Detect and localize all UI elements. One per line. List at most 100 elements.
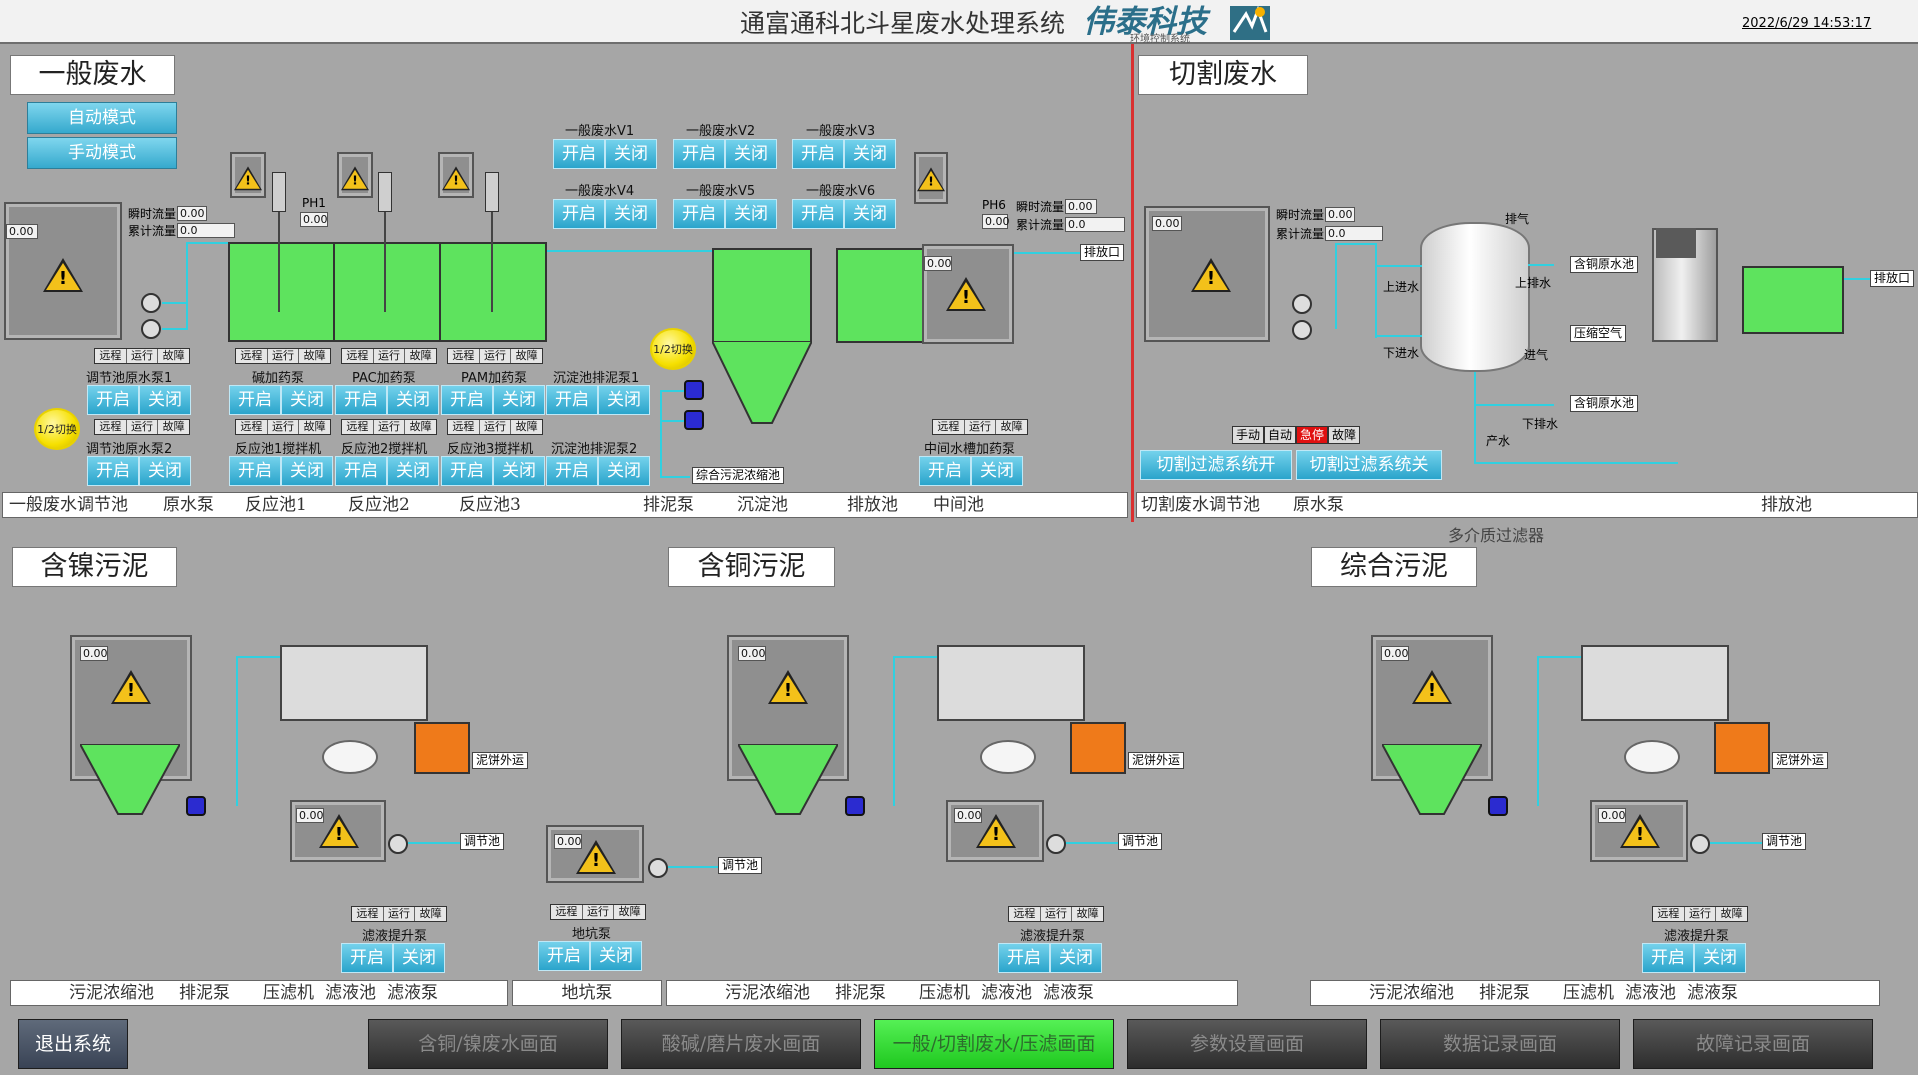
warning-icon: ! — [340, 165, 371, 193]
middle-pool-level: 0.00 — [924, 256, 952, 271]
nickel-filtrate-close-button[interactable]: 关闭 — [393, 943, 445, 973]
valve-v2-open-button[interactable]: 开启 — [673, 139, 725, 169]
valve-v1-open-button[interactable]: 开启 — [553, 139, 605, 169]
valve-v3-open-button[interactable]: 开启 — [792, 139, 844, 169]
pipe — [1375, 265, 1422, 267]
nickel-filtrate-open-button[interactable]: 开启 — [341, 943, 393, 973]
combined-filtrate-close-button[interactable]: 关闭 — [1694, 943, 1746, 973]
mid-pump-open-button[interactable]: 开启 — [919, 456, 971, 486]
sludge-pump-1-close-button[interactable]: 关闭 — [598, 385, 650, 415]
valve-v5-close-button[interactable]: 关闭 — [725, 199, 777, 229]
sludge-pump-2-icon[interactable] — [684, 410, 704, 430]
nickel-to-regulation-label: 调节池 — [460, 833, 505, 850]
combined-filtrate-pump-icon[interactable] — [1690, 834, 1710, 854]
sludge-pump-1-icon[interactable] — [684, 380, 704, 400]
mixer-1-motor-icon[interactable] — [272, 172, 286, 212]
valve-v4-close-button[interactable]: 关闭 — [605, 199, 657, 229]
sedimentation-cone — [712, 341, 812, 424]
valve-v1-close-button[interactable]: 关闭 — [605, 139, 657, 169]
pipe — [162, 302, 186, 304]
mixer-3-close-button[interactable]: 关闭 — [493, 456, 545, 486]
warning-icon: ! — [41, 256, 85, 296]
combined-sludge-pump-icon[interactable] — [1488, 796, 1508, 816]
mid-pump-close-button[interactable]: 关闭 — [971, 456, 1023, 486]
pac-pump-status: 远程运行故障 — [341, 348, 437, 364]
exit-system-button[interactable]: 退出系统 — [18, 1019, 128, 1069]
alkali-pump-open-button[interactable]: 开启 — [229, 385, 281, 415]
raw-pump-2-icon[interactable] — [141, 319, 161, 339]
combined-filtrate-pump-label: 滤液提升泵 — [1664, 929, 1730, 944]
nav-general-cutting-button[interactable]: 一般/切割废水/压滤画面 — [874, 1019, 1114, 1069]
valve-v3-label: 一般废水V3 — [806, 124, 876, 139]
valve-v5-open-button[interactable]: 开启 — [673, 199, 725, 229]
sludge-pump-1-open-button[interactable]: 开启 — [546, 385, 598, 415]
copper-filtrate-open-button[interactable]: 开启 — [998, 943, 1050, 973]
raw-pump-2-open-button[interactable]: 开启 — [87, 456, 139, 486]
nav-acid-alkali-button[interactable]: 酸碱/磨片废水画面 — [621, 1019, 861, 1069]
valve-v4-open-button[interactable]: 开启 — [553, 199, 605, 229]
raw-pump-switch-button[interactable]: 1/2切换 — [34, 408, 80, 450]
upper-drain-label: 上排水 — [1515, 276, 1552, 290]
raw-pump-1-open-button[interactable]: 开启 — [87, 385, 139, 415]
pam-pump-open-button[interactable]: 开启 — [441, 385, 493, 415]
pit-pump-open-button[interactable]: 开启 — [538, 941, 590, 971]
pipe — [1375, 243, 1377, 338]
cutting-filter-start-button[interactable]: 切割过滤系统开 — [1140, 450, 1292, 480]
nickel-thickener-level: 0.00 — [80, 646, 108, 661]
copper-pool-2-label: 含铜原水池 — [1570, 395, 1639, 412]
auto-mode-button[interactable]: 自动模式 — [27, 102, 177, 134]
nickel-sludge-pump-icon[interactable] — [186, 796, 206, 816]
pipe — [668, 866, 718, 868]
raw-pump-2-close-button[interactable]: 关闭 — [139, 456, 191, 486]
copper-filtrate-close-button[interactable]: 关闭 — [1050, 943, 1102, 973]
copper-sludge-pump-icon[interactable] — [845, 796, 865, 816]
raw-pump-1-close-button[interactable]: 关闭 — [139, 385, 191, 415]
sludge-pump-2-close-button[interactable]: 关闭 — [598, 456, 650, 486]
cutting-filter-stop-button[interactable]: 切割过滤系统关 — [1296, 450, 1442, 480]
manual-mode-button[interactable]: 手动模式 — [27, 137, 177, 169]
nav-copper-nickel-button[interactable]: 含铜/镍废水画面 — [368, 1019, 608, 1069]
cutting-flow-instant-value: 0.00 — [1325, 207, 1355, 222]
mixer-1-close-button[interactable]: 关闭 — [281, 456, 333, 486]
mixer-2-close-button[interactable]: 关闭 — [387, 456, 439, 486]
valve-v3-close-button[interactable]: 关闭 — [844, 139, 896, 169]
combined-filtrate-open-button[interactable]: 开启 — [1642, 943, 1694, 973]
general-section-title: 一般废水 — [10, 55, 175, 95]
nickel-filtrate-pump-icon[interactable] — [388, 834, 408, 854]
pipe — [1014, 252, 1080, 254]
sludge-pump-switch-button[interactable]: 1/2切换 — [650, 328, 696, 370]
warning-icon: ! — [574, 838, 618, 878]
mixer-3-motor-icon[interactable] — [485, 172, 499, 212]
ph6-label: PH6 — [982, 198, 1006, 212]
mixer-2-motor-icon[interactable] — [378, 172, 392, 212]
mixer-1-open-button[interactable]: 开启 — [229, 456, 281, 486]
combined-filtrate-level: 0.00 — [1598, 808, 1626, 823]
sludge-cake-icon — [322, 740, 378, 774]
mixer-2-open-button[interactable]: 开启 — [335, 456, 387, 486]
pam-pump-close-button[interactable]: 关闭 — [493, 385, 545, 415]
valve-v2-close-button[interactable]: 关闭 — [725, 139, 777, 169]
pit-pump-label: 地坑泵 — [572, 927, 612, 942]
copper-filtrate-pump-label: 滤液提升泵 — [1020, 929, 1086, 944]
valve-v6-open-button[interactable]: 开启 — [792, 199, 844, 229]
nav-parameter-settings-button[interactable]: 参数设置画面 — [1127, 1019, 1367, 1069]
mixer-3-open-button[interactable]: 开启 — [441, 456, 493, 486]
pac-pump-close-button[interactable]: 关闭 — [387, 385, 439, 415]
warning-icon: ! — [916, 166, 947, 194]
nav-fault-records-button[interactable]: 故障记录画面 — [1633, 1019, 1873, 1069]
valve-v6-close-button[interactable]: 关闭 — [844, 199, 896, 229]
raw-pump-1-icon[interactable] — [141, 293, 161, 313]
pac-pump-open-button[interactable]: 开启 — [335, 385, 387, 415]
alkali-pump-close-button[interactable]: 关闭 — [281, 385, 333, 415]
cutting-discharge-pool — [1742, 266, 1844, 334]
cutting-raw-pump-2-icon[interactable] — [1292, 320, 1312, 340]
pit-pump-icon[interactable] — [648, 858, 668, 878]
cutting-raw-pump-1-icon[interactable] — [1292, 294, 1312, 314]
nickel-filtrate-tank — [290, 800, 386, 862]
copper-filtrate-pump-icon[interactable] — [1046, 834, 1066, 854]
pipe — [1844, 278, 1870, 280]
system-title: 通富通科北斗星废水处理系统 — [740, 9, 1066, 38]
sludge-pump-2-open-button[interactable]: 开启 — [546, 456, 598, 486]
nav-data-records-button[interactable]: 数据记录画面 — [1380, 1019, 1620, 1069]
pit-pump-close-button[interactable]: 关闭 — [590, 941, 642, 971]
